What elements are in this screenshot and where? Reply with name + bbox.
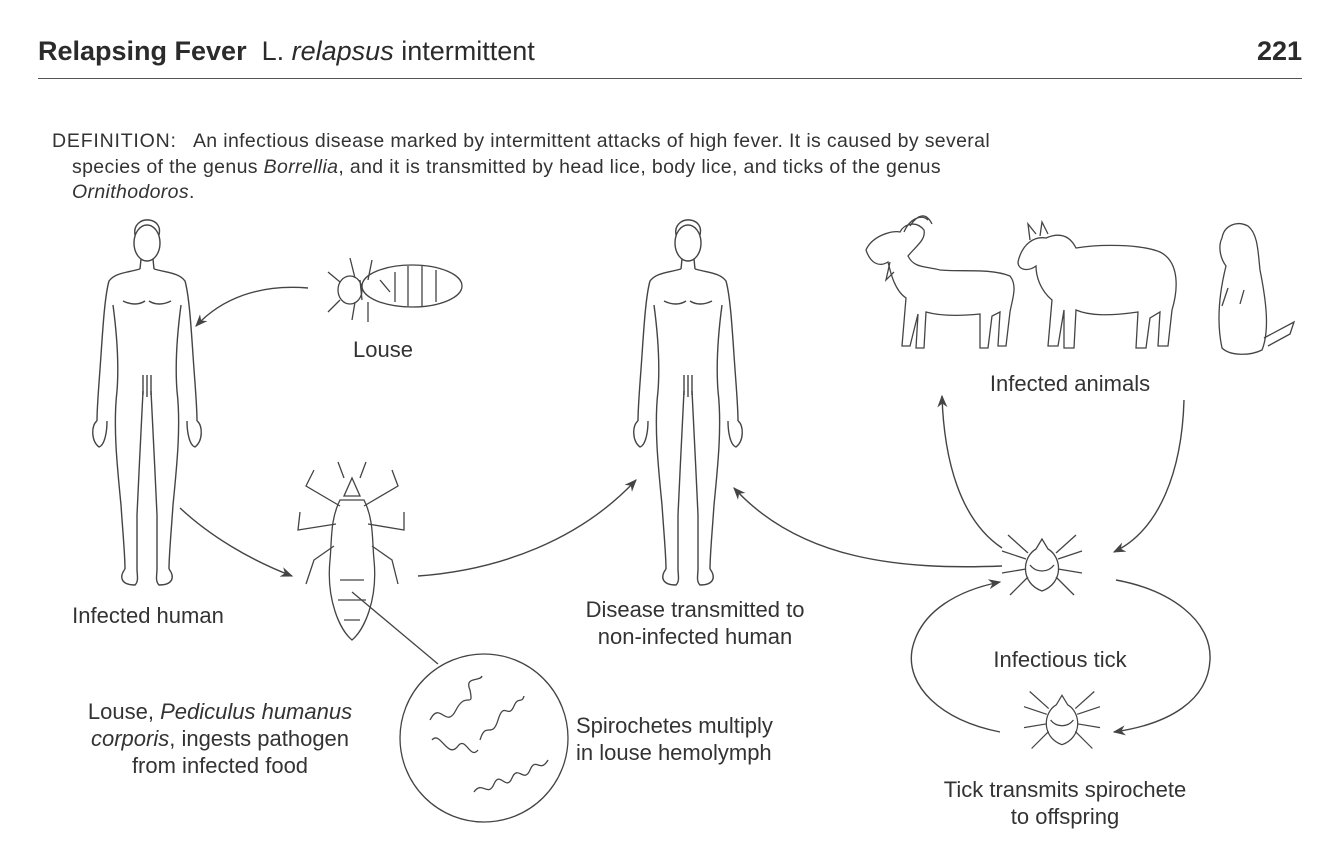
title-latin-italic: relapsus <box>291 36 394 66</box>
page-number: 221 <box>1256 36 1302 66</box>
label-infectious-tick: Infectious tick <box>993 647 1127 672</box>
infected-human-figure <box>92 219 202 586</box>
non-infected-human-figure <box>633 219 743 586</box>
genus-borrellia: Borrellia <box>263 156 339 178</box>
definition-line3: Ornithodoros. <box>52 179 1304 205</box>
label-louse-ingests-post: , ingests pathogen <box>169 726 350 751</box>
header-rule <box>38 78 1302 79</box>
arrow-body-louse-to-non-infected-human <box>417 479 637 577</box>
genus-ornithodoros: Ornithodoros <box>72 181 189 203</box>
goat-illustration <box>865 215 1015 349</box>
label-louse-ingests-line2: corporis, ingests pathogen <box>40 725 400 752</box>
label-tick-transmits-line2: to offspring <box>1010 804 1120 829</box>
label-tick-transmits-line1: Tick transmits spirochete <box>943 777 1187 802</box>
label-spirochetes: Spirochetes multiply in louse hemolymph <box>576 712 834 766</box>
label-louse-species: Pediculus humanus <box>160 699 353 724</box>
title-disease-name: Relapsing Fever <box>38 36 247 66</box>
definition-line2-pre: species of the genus <box>72 156 258 178</box>
label-spirochetes-line2: in louse hemolymph <box>576 740 772 765</box>
title-latin-prefix: L. <box>261 36 285 66</box>
label-louse: Louse <box>353 337 413 362</box>
definition-line2-post: , and it is transmitted by head lice, bo… <box>338 156 941 178</box>
label-disease-transmitted: Disease transmitted to non-infected huma… <box>540 596 850 650</box>
definition-label: DEFINITION: <box>52 130 177 152</box>
transmission-arrows <box>179 286 1211 736</box>
label-louse-species2: corporis <box>90 726 170 751</box>
sheep-illustration <box>1017 219 1177 349</box>
label-louse-word: Louse, <box>87 699 154 724</box>
definition-line3-post: . <box>188 181 195 203</box>
arrow-tick-to-non-infected-human <box>733 487 1003 568</box>
infectious-tick-illustration <box>1001 534 1083 596</box>
label-disease-transmitted-line1: Disease transmitted to <box>585 597 805 622</box>
label-tick-transmits: Tick transmits spirochete to offspring <box>900 776 1230 830</box>
label-louse-ingests-line1: Louse, Pediculus humanus <box>40 698 400 725</box>
label-infected-animals: Infected animals <box>989 371 1151 396</box>
page-title: Relapsing Fever L. relapsus intermittent <box>38 36 535 67</box>
title-latin-suffix: intermittent <box>401 36 535 66</box>
definition-line2: species of the genus Borrellia, and it i… <box>52 154 1304 180</box>
label-infected-human: Infected human <box>72 603 224 628</box>
offspring-tick-illustration <box>1023 690 1101 750</box>
arrow-louse-to-infected-human <box>195 286 309 327</box>
page-header: Relapsing Fever L. relapsus intermittent… <box>38 36 1302 76</box>
arrow-infected-human-to-body-louse <box>179 507 294 577</box>
definition-line1: An infectious disease marked by intermit… <box>192 130 991 152</box>
arrow-animals-to-tick <box>1112 399 1185 553</box>
label-disease-transmitted-line2: non-infected human <box>597 624 793 649</box>
arrow-cycle-right <box>1112 579 1211 736</box>
body-louse-illustration <box>297 461 405 641</box>
spirochete-magnification <box>351 591 569 823</box>
label-louse-ingests-line3: from infected food <box>131 753 309 778</box>
definition-paragraph: DEFINITION: An infectious disease marked… <box>52 128 1304 205</box>
louse-illustration <box>327 257 463 322</box>
arrow-cycle-left <box>910 579 1002 733</box>
arrow-tick-to-animals <box>937 394 1003 549</box>
label-louse-ingests: Louse, Pediculus humanus corporis, inges… <box>40 698 400 779</box>
label-spirochetes-line1: Spirochetes multiply <box>576 713 773 738</box>
rodent-illustration <box>1218 223 1296 355</box>
